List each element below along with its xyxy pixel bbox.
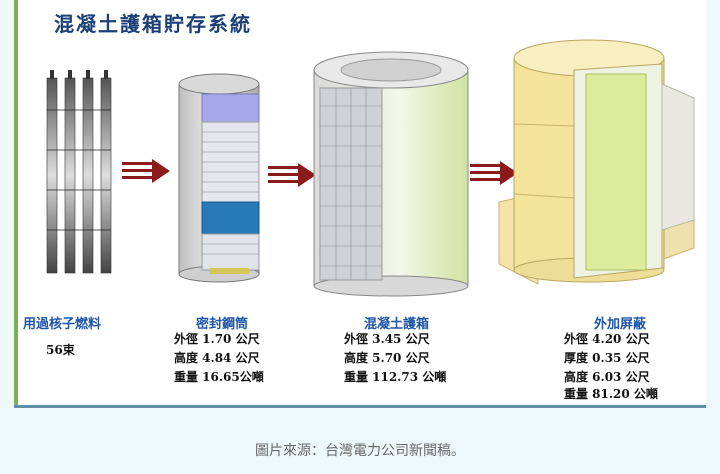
- stage-title-shield: 外加屏蔽: [594, 317, 647, 332]
- sealed-canister-image: [178, 73, 260, 283]
- stage-spec-line: 厚度 0.35 公尺: [564, 351, 650, 365]
- stage-spec-line: 高度 6.03 公尺: [564, 370, 650, 384]
- stage-spec-line: 高度 4.84 公尺: [174, 351, 260, 365]
- accent-bar: [14, 0, 18, 405]
- stage-spec-line: 高度 5.70 公尺: [344, 351, 430, 365]
- arrow-right-icon: [470, 161, 518, 185]
- image-source-caption: 圖片來源：台灣電力公司新聞稿。: [255, 443, 465, 459]
- stage-spec-line: 56束: [46, 343, 75, 357]
- stage-title-concrete-cask: 混凝土護箱: [364, 317, 430, 332]
- stage-spec-line: 外徑 3.45 公尺: [344, 332, 430, 346]
- arrow-right-icon: [268, 163, 316, 187]
- stage-spec-line: 重量 81.20 公噸: [564, 387, 658, 401]
- diagram-panel: 混凝土護箱貯存系統: [14, 0, 706, 408]
- concrete-cask-image: [313, 51, 469, 297]
- stage-spec-line: 外徑 4.20 公尺: [564, 332, 650, 346]
- stage-spec-line: 重量 16.65公噸: [174, 370, 264, 384]
- additional-shield-image: [498, 39, 695, 285]
- fuel-rods-image: [46, 70, 112, 274]
- stage-spec-line: 重量 112.73 公噸: [344, 370, 447, 384]
- arrow-right-icon: [122, 159, 170, 183]
- stage-title-canister: 密封鋼筒: [196, 317, 249, 332]
- stage-spec-line: 外徑 1.70 公尺: [174, 332, 260, 346]
- stage-title-fuel: 用過核子燃料: [23, 317, 102, 332]
- diagram-title: 混凝土護箱貯存系統: [54, 12, 252, 36]
